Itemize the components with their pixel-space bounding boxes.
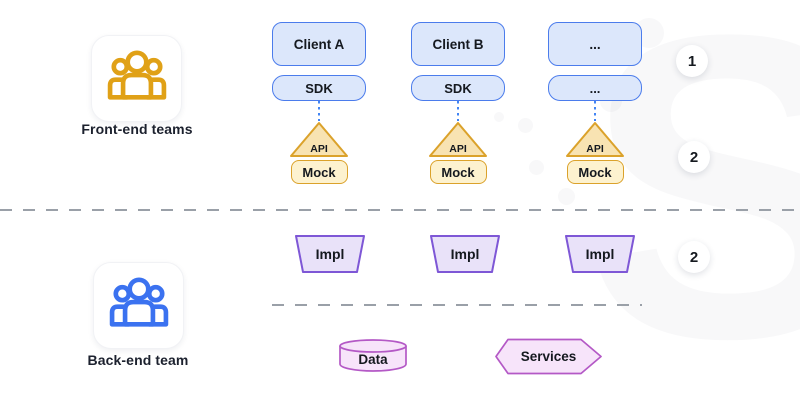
watermark-dot	[529, 160, 544, 175]
sdk-api-connector	[318, 101, 320, 121]
watermark-dot	[518, 118, 533, 133]
api-triangle-node: API	[289, 121, 349, 158]
api-label: API	[449, 143, 467, 155]
client-node: Client B	[411, 22, 505, 66]
impl-node: Impl	[563, 234, 637, 274]
mock-node: Mock	[566, 160, 624, 184]
client-column-more: ... ... API Mock	[548, 22, 642, 184]
frontend-team-card	[91, 35, 182, 122]
sdk-node: SDK	[411, 75, 505, 101]
impl-node: Impl	[428, 234, 502, 274]
step-badge-2-impl: 2	[678, 241, 710, 273]
data-store-node: Data	[338, 338, 408, 373]
step-badge-1: 1	[676, 45, 708, 77]
impl-services-divider	[272, 304, 642, 306]
services-node: Services	[494, 338, 603, 375]
client-column-a: Client A SDK API Mock	[272, 22, 366, 184]
client-column-b: Client B SDK API Mock	[411, 22, 505, 184]
api-triangle-node: API	[428, 121, 488, 158]
impl-label: Impl	[315, 246, 345, 262]
watermark-dot	[558, 188, 575, 205]
sdk-api-connector	[594, 101, 596, 121]
impl-label: Impl	[450, 246, 480, 262]
backend-team-label: Back-end team	[87, 352, 189, 368]
sdk-node: ...	[548, 75, 642, 101]
api-triangle-node: API	[565, 121, 625, 158]
api-label: API	[310, 143, 328, 155]
sdk-node: SDK	[272, 75, 366, 101]
people-group-icon	[107, 50, 167, 107]
people-group-icon	[109, 277, 169, 334]
backend-team-card	[93, 262, 184, 349]
client-node: Client A	[272, 22, 366, 66]
frontend-backend-divider	[0, 209, 800, 211]
sdk-api-connector	[457, 101, 459, 121]
services-label: Services	[520, 349, 577, 364]
client-node: ...	[548, 22, 642, 66]
data-label: Data	[358, 351, 388, 367]
api-label: API	[586, 143, 604, 155]
impl-label: Impl	[585, 246, 615, 262]
impl-node: Impl	[293, 234, 367, 274]
mock-node: Mock	[429, 160, 487, 184]
mock-node: Mock	[290, 160, 348, 184]
step-badge-2-mock: 2	[678, 141, 710, 173]
frontend-team-label: Front-end teams	[81, 121, 193, 137]
